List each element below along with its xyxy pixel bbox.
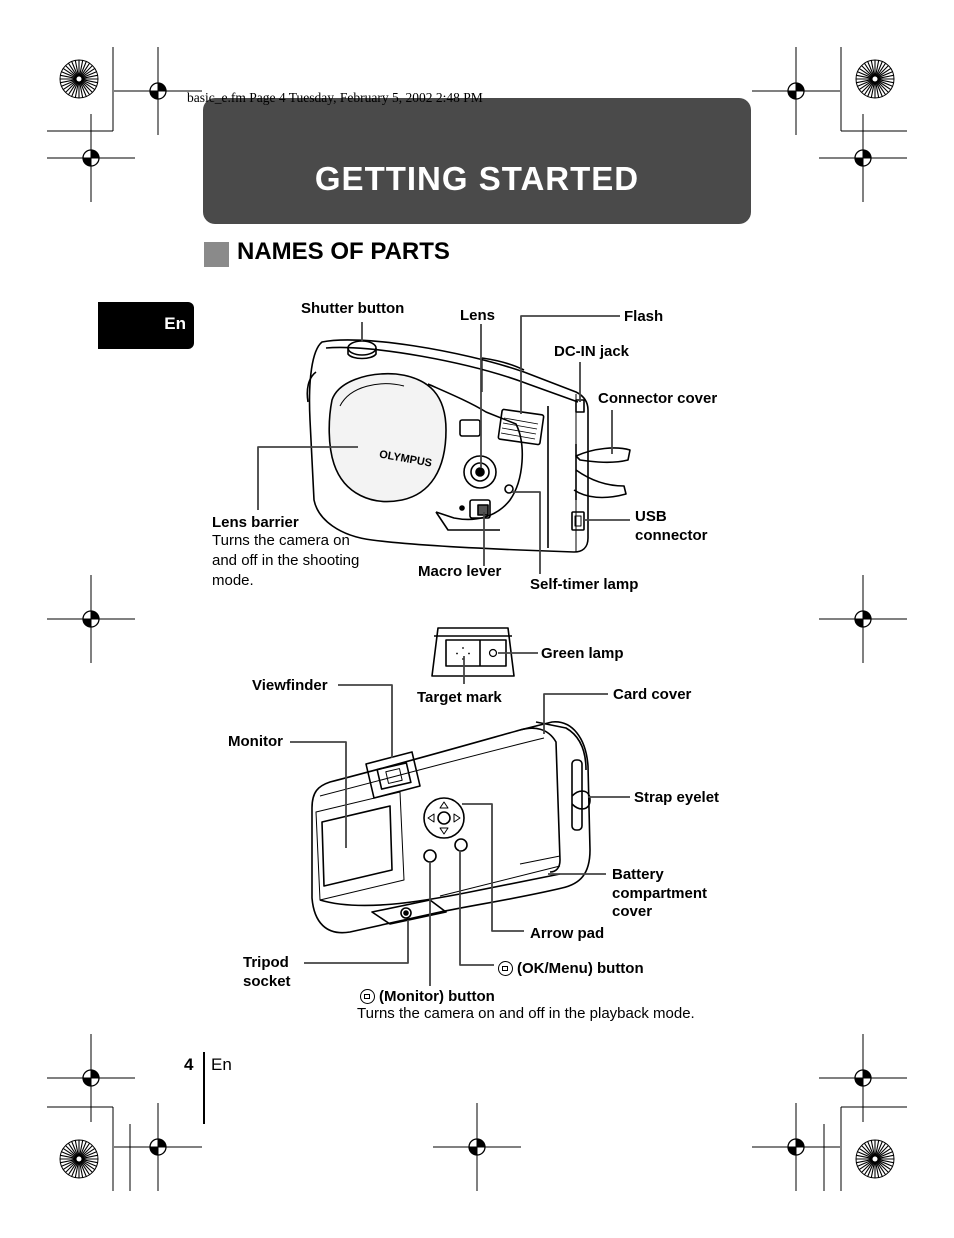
label-ok-menu-button: (OK/Menu) button xyxy=(498,959,644,978)
label-shutter-button: Shutter button xyxy=(301,300,405,317)
label-battery-cover-line-3: cover xyxy=(612,903,653,920)
section-marker xyxy=(204,242,229,267)
label-monitor-button-text: (Monitor) button xyxy=(379,988,495,1005)
label-lens: Lens xyxy=(460,307,496,324)
label-green-lamp: Green lamp xyxy=(541,645,624,662)
label-tripod-socket-line-2: socket xyxy=(243,973,291,990)
label-dc-in-jack: DC-IN jack xyxy=(554,343,630,360)
label-lens-barrier: Lens barrier xyxy=(212,514,299,531)
ok-menu-icon xyxy=(498,961,513,976)
front-camera-illustration xyxy=(306,339,631,553)
label-tripod-socket-line-1: Tripod xyxy=(243,954,289,971)
file-header: basic_e.fm Page 4 Tuesday, February 5, 2… xyxy=(187,90,483,105)
chapter-title: GETTING STARTED xyxy=(314,160,640,197)
label-viewfinder: Viewfinder xyxy=(252,677,328,694)
lens-barrier-description-line-2: and off in the shooting xyxy=(212,552,360,569)
lens-barrier-description-line-3: mode. xyxy=(212,572,254,589)
label-battery-cover-line-1: Battery xyxy=(612,866,664,883)
label-monitor: Monitor xyxy=(228,733,283,750)
section-title: NAMES OF PARTS xyxy=(237,238,450,265)
viewfinder-inset-illustration xyxy=(431,627,515,677)
label-connector-cover: Connector cover xyxy=(598,390,718,407)
label-self-timer-lamp: Self-timer lamp xyxy=(530,576,639,593)
language-tab xyxy=(98,302,194,349)
label-strap-eyelet: Strap eyelet xyxy=(634,789,720,806)
back-camera-illustration xyxy=(311,721,591,934)
monitor-button-icon xyxy=(360,989,375,1004)
label-target-mark: Target mark xyxy=(417,689,502,706)
label-arrow-pad: Arrow pad xyxy=(530,925,605,942)
footer-divider xyxy=(203,1052,205,1124)
page-language: En xyxy=(211,1055,232,1074)
chapter-banner xyxy=(203,98,751,224)
label-usb-connector-line-1: USB xyxy=(635,508,667,525)
label-macro-lever: Macro lever xyxy=(418,563,502,580)
label-usb-connector-line-2: connector xyxy=(635,527,708,544)
label-card-cover: Card cover xyxy=(613,686,692,703)
lens-barrier-description-line-1: Turns the camera on xyxy=(212,532,350,549)
label-flash: Flash xyxy=(624,308,664,325)
language-tab-label: En xyxy=(164,314,186,333)
monitor-button-description: Turns the camera on and off in the playb… xyxy=(357,1005,695,1022)
label-battery-cover-line-2: compartment xyxy=(612,885,708,902)
label-ok-menu-button-text: (OK/Menu) button xyxy=(517,960,644,977)
label-monitor-button: (Monitor) button xyxy=(360,987,495,1006)
page-number: 4 xyxy=(184,1055,194,1074)
